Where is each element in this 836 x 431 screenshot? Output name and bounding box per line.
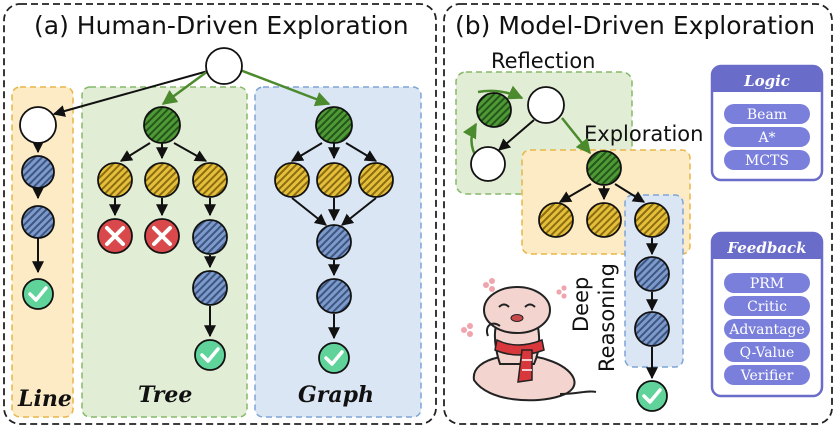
check-icon [194,339,226,371]
panel-b-title: (b) Model-Driven Exploration [455,11,815,40]
reflection-node [470,146,506,182]
check-icon [318,342,350,374]
reflection-label: Reflection [491,49,596,73]
logic-title: Logic [743,72,790,90]
feedback-title: Feedback [726,239,806,257]
feedback-item: Advantage [728,322,805,338]
exploration-branch-node [586,202,622,238]
reasoning-node [634,311,670,347]
tree-node-branch [144,162,180,198]
tree-node-branch [192,162,228,198]
feedback-pill [724,365,810,385]
check-icon [22,278,54,310]
graph-node-branch [274,162,310,198]
graph-node-branch [316,162,352,198]
exploration-label: Exploration [584,122,703,146]
line-node-start [19,106,57,144]
feedback-item: Verifier [740,368,794,384]
cross-icon [144,218,180,254]
deep-label: Deep [569,277,593,332]
graph-node-merge [316,224,352,260]
exploration-branch-node [538,202,574,238]
panel-a-title: (a) Human-Driven Exploration [34,11,409,40]
logic-pill [724,150,810,170]
logic-item: Beam [747,107,787,123]
graph-node-step [316,278,352,314]
feedback-pill [724,319,810,339]
feedback-pill [724,296,810,316]
tree-node-step [192,270,228,306]
feedback-item: PRM [750,276,784,292]
panel-a-frame [3,3,437,425]
tree-label: Tree [138,382,192,408]
cross-icon [97,218,133,254]
check-icon [636,380,668,412]
feedback-item: Critic [747,299,787,315]
logic-pill [724,104,810,124]
reflection-node [527,86,565,124]
reflection-node [476,92,512,128]
graph-node-root [315,106,353,144]
panel-b-frame [443,3,833,425]
logic-pill [724,127,810,147]
snake-mascot [461,278,597,402]
exploration-branch-node [634,202,670,238]
feedback-pill [724,342,810,362]
graph-node-branch [358,162,394,198]
reasoning-label: Reasoning [595,263,619,372]
graph-label: Graph [298,382,374,408]
line-node-step [21,155,55,189]
tree-node-root [143,106,181,144]
logic-item: MCTS [745,153,789,169]
tree-node-step [192,219,228,255]
feedback-pill [724,273,810,293]
logic-item: A* [757,130,775,146]
line-node-step [21,205,55,239]
feedback-item: Q-Value [740,345,795,361]
exploration-root-node [586,150,622,186]
reasoning-node [634,256,670,292]
tree-node-branch [97,162,133,198]
line-label: Line [17,386,72,412]
root-node [205,47,243,85]
